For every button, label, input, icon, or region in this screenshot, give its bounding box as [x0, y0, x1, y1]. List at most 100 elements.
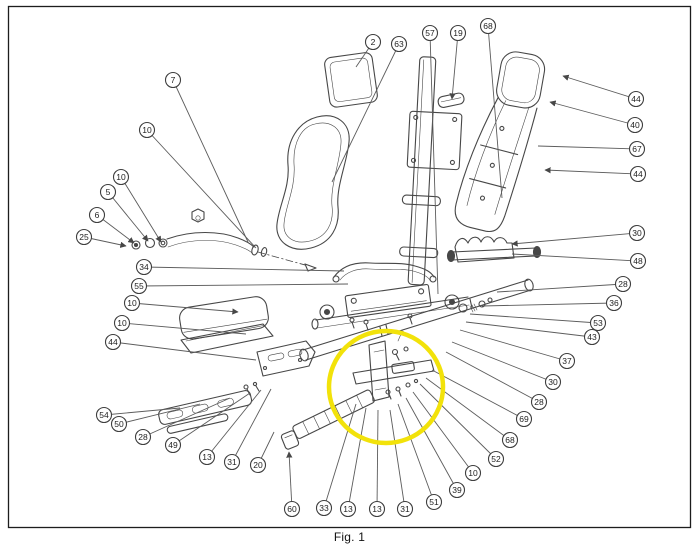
machine-drawing [131, 51, 546, 450]
highlight-circle [326, 328, 446, 446]
leader-line-10 [120, 176, 162, 243]
svg-text:55: 55 [134, 281, 144, 291]
part-balloon-30: 30 [544, 373, 562, 391]
svg-text:36: 36 [609, 298, 619, 308]
leader-line-10 [412, 391, 474, 474]
part-balloon-53: 53 [589, 314, 607, 332]
part-balloon-48: 48 [629, 252, 647, 270]
svg-text:20: 20 [253, 460, 263, 470]
svg-text:54: 54 [99, 410, 109, 420]
svg-text:51: 51 [429, 497, 439, 507]
svg-text:13: 13 [372, 504, 382, 514]
svg-text:57: 57 [425, 28, 435, 38]
leader-line-30 [451, 341, 554, 383]
svg-text:67: 67 [632, 144, 642, 154]
svg-text:63: 63 [394, 39, 404, 49]
slotted-plate [158, 390, 253, 434]
leader-line-10 [121, 322, 247, 335]
leader-line-33 [323, 403, 357, 509]
svg-text:44: 44 [108, 337, 118, 347]
leader-line-13 [376, 409, 379, 510]
assembly-axis-line [257, 251, 317, 272]
back-pad [276, 115, 350, 250]
part-balloon-31: 31 [396, 500, 414, 518]
part-balloon-50: 50 [110, 415, 128, 433]
leader-line-5 [107, 191, 149, 242]
leader-line-28 [445, 351, 540, 403]
svg-text:44: 44 [631, 94, 641, 104]
leader-line-28 [496, 283, 624, 293]
part-balloon-34: 34 [135, 258, 153, 276]
svg-text:2: 2 [371, 37, 376, 47]
part-balloon-63: 63 [390, 35, 408, 53]
part-balloon-43: 43 [583, 328, 601, 346]
leader-line-52 [419, 383, 497, 460]
svg-text:39: 39 [452, 485, 462, 495]
part-balloon-20: 20 [249, 456, 267, 474]
handlebar-tube [131, 208, 268, 257]
leader-line-13 [347, 407, 367, 510]
leader-line-31 [231, 388, 272, 463]
part-balloon-51: 51 [425, 493, 443, 511]
leader-line-31 [389, 409, 406, 510]
leader-line-39 [405, 397, 458, 491]
svg-text:69: 69 [519, 414, 529, 424]
leader-line-10 [146, 129, 257, 249]
part-balloon-52: 52 [487, 450, 505, 468]
backrest-frame [454, 51, 546, 233]
part-balloon-28: 28 [614, 275, 632, 293]
svg-text:33: 33 [319, 503, 329, 513]
svg-text:10: 10 [117, 318, 127, 328]
svg-text:10: 10 [142, 125, 152, 135]
leader-line-34 [143, 266, 345, 272]
leader-line-40 [549, 100, 636, 126]
leader-line-36 [481, 302, 615, 307]
leader-line-67 [537, 145, 638, 150]
svg-text:30: 30 [632, 228, 642, 238]
leader-line-68 [425, 377, 511, 441]
leader-line-49 [172, 392, 251, 446]
svg-text:7: 7 [171, 75, 176, 85]
leader-line-44 [112, 341, 257, 361]
part-balloon-68: 68 [501, 431, 519, 449]
leader-line-69 [431, 369, 525, 420]
part-balloon-13: 13 [198, 448, 216, 466]
svg-text:10: 10 [127, 298, 137, 308]
leader-line-55 [138, 283, 349, 287]
svg-text:44: 44 [633, 169, 643, 179]
svg-text:10: 10 [468, 468, 478, 478]
leader-line-54 [103, 407, 181, 416]
leader-line-44 [562, 74, 637, 100]
part-balloon-33: 33 [315, 499, 333, 517]
part-balloon-44: 44 [629, 165, 647, 183]
svg-text:28: 28 [138, 432, 148, 442]
seat-cushion [179, 296, 274, 354]
svg-text:49: 49 [168, 440, 178, 450]
part-balloon-57: 57 [421, 24, 439, 42]
svg-text:28: 28 [618, 279, 628, 289]
leader-line-44 [544, 167, 639, 175]
leader-line-19 [449, 32, 459, 100]
part-balloon-36: 36 [605, 294, 623, 312]
part-balloon-13: 13 [368, 500, 386, 518]
svg-text:43: 43 [587, 332, 597, 342]
leader-line-37 [459, 329, 568, 362]
part-balloon-69: 69 [515, 410, 533, 428]
leader-line-53 [469, 313, 599, 324]
part-balloon-28: 28 [530, 393, 548, 411]
part-balloon-2: 2 [364, 33, 382, 51]
part-balloon-10: 10 [112, 168, 130, 186]
part-balloon-31: 31 [223, 453, 241, 471]
center-bracket-assembly [352, 330, 435, 402]
part-balloon-10: 10 [464, 464, 482, 482]
part-balloon-5: 5 [99, 183, 117, 201]
leader-line-10 [131, 302, 239, 315]
part-balloon-28: 28 [134, 428, 152, 446]
svg-text:60: 60 [287, 504, 297, 514]
leader-line-7 [172, 79, 249, 243]
svg-text:31: 31 [400, 504, 410, 514]
svg-text:19: 19 [453, 28, 463, 38]
svg-text:34: 34 [139, 262, 149, 272]
leader-line-63 [331, 43, 400, 183]
